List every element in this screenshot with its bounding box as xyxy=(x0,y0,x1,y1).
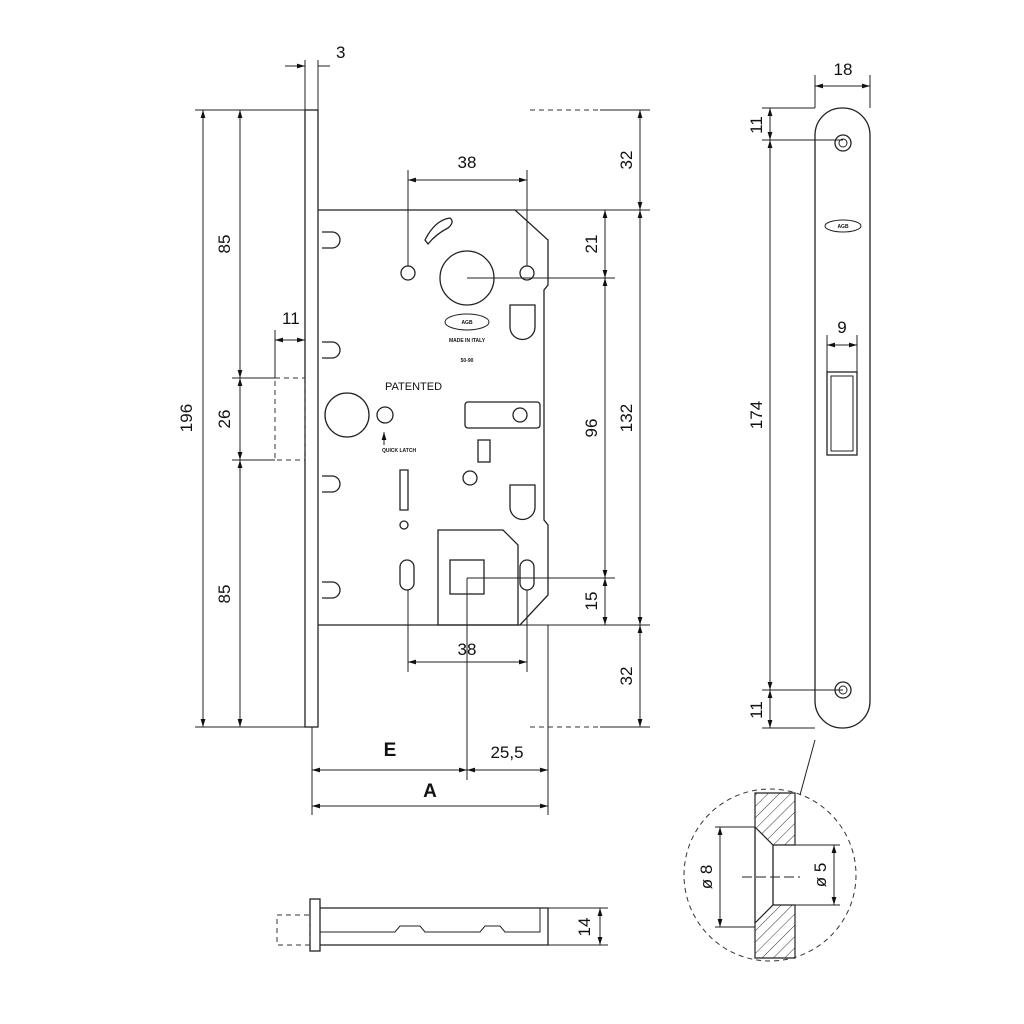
case-tabs xyxy=(322,231,341,599)
faceplate-edge xyxy=(309,898,321,952)
svg-text:85: 85 xyxy=(215,585,234,604)
svg-text:9: 9 xyxy=(837,318,846,337)
svg-text:26: 26 xyxy=(215,410,234,429)
screw xyxy=(399,520,409,530)
svg-text:96: 96 xyxy=(582,419,601,438)
fixing-hole xyxy=(400,265,416,281)
strike-plate-view: AGB 18 11 174 11 9 xyxy=(747,60,871,796)
svg-text:11: 11 xyxy=(747,701,766,719)
svg-text:ø 8: ø 8 xyxy=(697,865,716,890)
bottom-slot xyxy=(399,559,415,591)
catch xyxy=(509,304,536,341)
quick-latch-pin xyxy=(376,406,394,424)
faceplate xyxy=(304,109,319,728)
latch-outline xyxy=(276,914,311,946)
front-dimensions: 3 196 85 26 85 11 38 32 21 xyxy=(177,43,650,815)
svg-text:E: E xyxy=(384,740,397,761)
small-latch xyxy=(477,439,491,463)
svg-text:14: 14 xyxy=(575,918,594,937)
svg-text:25,5: 25,5 xyxy=(490,743,523,762)
svg-text:21: 21 xyxy=(582,235,601,254)
backset-range-text: 50-90 xyxy=(461,358,474,364)
countersink-detail: ø 8 ø 5 xyxy=(683,788,857,962)
latch-pin xyxy=(512,407,528,423)
follower-housing xyxy=(437,529,519,626)
svg-text:3: 3 xyxy=(336,43,345,62)
quick-latch-text: QUICK LATCH xyxy=(382,448,416,454)
hole xyxy=(462,470,478,486)
svg-text:32: 32 xyxy=(617,151,636,170)
svg-text:38: 38 xyxy=(458,153,477,172)
lock-case xyxy=(318,209,549,626)
quick-latch-hole xyxy=(324,392,370,438)
made-in-italy-text: MADE IN ITALY xyxy=(449,338,486,344)
svg-text:196: 196 xyxy=(177,404,196,432)
svg-text:11: 11 xyxy=(747,116,766,134)
latch-block xyxy=(464,401,541,429)
agb-logo: AGB xyxy=(824,219,862,233)
svg-text:18: 18 xyxy=(834,60,853,79)
catch xyxy=(509,484,536,521)
svg-text:132: 132 xyxy=(617,404,636,432)
strike-plate xyxy=(814,107,871,729)
svg-text:ø 5: ø 5 xyxy=(811,863,830,888)
svg-text:15: 15 xyxy=(582,592,601,611)
spring-slot xyxy=(399,469,409,511)
bottom-slot xyxy=(519,559,535,591)
lock-front-view: AGB MADE IN ITALY 50-90 PATENTED QUICK L… xyxy=(274,109,549,728)
slot xyxy=(424,217,453,246)
svg-text:AGB: AGB xyxy=(837,224,849,230)
patented-text: PATENTED xyxy=(385,381,442,393)
svg-text:174: 174 xyxy=(747,401,766,429)
latch-outline xyxy=(274,377,306,461)
lock-bottom-view: 14 xyxy=(276,898,608,952)
svg-text:A: A xyxy=(423,781,437,802)
svg-text:11: 11 xyxy=(282,309,300,328)
screw-hole xyxy=(834,134,852,152)
svg-text:32: 32 xyxy=(617,667,636,686)
case-edge xyxy=(320,907,549,946)
agb-logo: AGB xyxy=(444,313,490,331)
detail-leader xyxy=(799,739,816,796)
svg-text:AGB: AGB xyxy=(461,320,473,326)
svg-text:85: 85 xyxy=(215,235,234,254)
latch-slot xyxy=(826,371,858,456)
